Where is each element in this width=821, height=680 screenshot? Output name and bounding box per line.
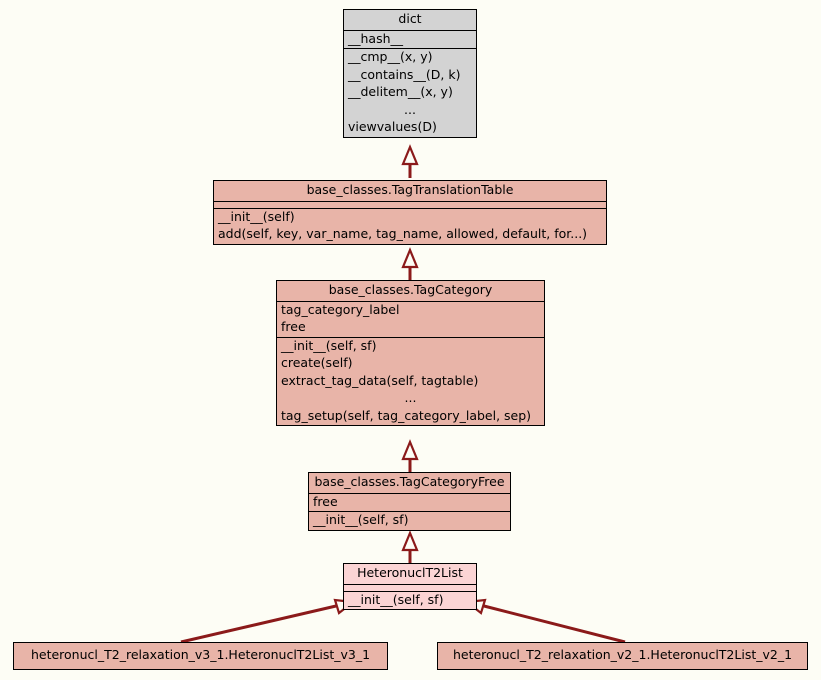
class-attributes-compartment bbox=[344, 583, 476, 591]
class-node-heteronucl-t2-list-v2-1[interactable]: heteronucl_T2_relaxation_v2_1.Heteronucl… bbox=[437, 642, 808, 670]
class-node-heteronucl-t2-list[interactable]: HeteronuclT2List __init__(self, sf) bbox=[343, 563, 477, 610]
class-method: tag_setup(self, tag_category_label, sep) bbox=[281, 407, 532, 423]
class-node-tag-category[interactable]: base_classes.TagCategory tag_category_la… bbox=[276, 280, 545, 426]
class-method: __init__(self) bbox=[218, 208, 295, 224]
class-methods-compartment: __init__(self) add(self, key, var_name, … bbox=[214, 207, 606, 244]
class-title: HeteronuclT2List bbox=[357, 565, 463, 580]
class-title: base_classes.TagTranslationTable bbox=[306, 182, 514, 197]
edge-tagtranslationtable-to-dict bbox=[401, 144, 419, 178]
class-title: heteronucl_T2_relaxation_v2_1.Heteronucl… bbox=[452, 647, 793, 662]
class-title: dict bbox=[398, 11, 422, 26]
edge-tagcategory-to-tagtranslationtable bbox=[401, 247, 419, 280]
class-title: heteronucl_T2_relaxation_v3_1.Heteronucl… bbox=[30, 647, 371, 662]
class-methods-compartment: __init__(self, sf) create(self) extract_… bbox=[277, 336, 544, 426]
class-attribute: tag_category_label bbox=[281, 301, 400, 317]
class-title-compartment: base_classes.TagTranslationTable bbox=[214, 181, 606, 201]
class-method: __init__(self, sf) bbox=[281, 337, 377, 353]
class-title-compartment: HeteronuclT2List bbox=[344, 564, 476, 584]
class-methods-compartment: __init__(self, sf) bbox=[309, 511, 510, 530]
edge-heteronuclt2list-v2-1-to-heteronuclt2list bbox=[464, 598, 626, 644]
class-node-tag-translation-table[interactable]: base_classes.TagTranslationTable __init_… bbox=[213, 180, 607, 245]
class-node-tag-category-free[interactable]: base_classes.TagCategoryFree free __init… bbox=[308, 472, 511, 531]
edge-heteronuclt2list-to-tagcategoryfree bbox=[401, 530, 419, 563]
class-title-compartment: heteronucl_T2_relaxation_v3_1.Heteronucl… bbox=[14, 643, 387, 669]
class-methods-compartment: __cmp__(x, y) __contains__(D, k) __delit… bbox=[344, 48, 476, 137]
class-method: extract_tag_data(self, tagtable) bbox=[281, 372, 479, 388]
class-title-compartment: base_classes.TagCategory bbox=[277, 281, 544, 301]
class-method-ellipsis: ... bbox=[404, 101, 416, 117]
class-title-compartment: dict bbox=[344, 10, 476, 30]
class-attributes-compartment: __hash__ bbox=[344, 29, 476, 49]
class-method: viewvalues(D) bbox=[348, 119, 437, 134]
edge-tagcategoryfree-to-tagcategory bbox=[401, 439, 419, 472]
class-title-compartment: base_classes.TagCategoryFree bbox=[309, 473, 510, 493]
class-attribute: __hash__ bbox=[348, 30, 404, 46]
class-method-ellipsis: ... bbox=[404, 390, 417, 405]
class-methods-compartment: __init__(self, sf) bbox=[344, 590, 476, 610]
class-method: __delitem__(x, y) bbox=[348, 84, 453, 99]
class-attributes-compartment: free bbox=[309, 492, 510, 512]
class-method: __init__(self, sf) bbox=[348, 591, 444, 607]
class-node-dict[interactable]: dict __hash__ __cmp__(x, y) __contains__… bbox=[343, 9, 477, 138]
class-method: __contains__(D, k) bbox=[348, 66, 461, 82]
class-method: __cmp__(x, y) bbox=[348, 49, 433, 64]
class-attributes-compartment bbox=[214, 200, 606, 208]
class-method: create(self) bbox=[281, 355, 353, 370]
class-method: __init__(self, sf) bbox=[313, 512, 409, 527]
class-method: add(self, key, var_name, tag_name, allow… bbox=[218, 226, 588, 241]
class-attributes-compartment: tag_category_label free bbox=[277, 300, 544, 337]
edge-heteronuclt2list-v3-1-to-heteronuclt2list bbox=[180, 598, 356, 644]
class-title: base_classes.TagCategoryFree bbox=[314, 474, 505, 489]
class-node-heteronucl-t2-list-v3-1[interactable]: heteronucl_T2_relaxation_v3_1.Heteronucl… bbox=[13, 642, 388, 670]
class-title: base_classes.TagCategory bbox=[328, 282, 493, 297]
class-title-compartment: heteronucl_T2_relaxation_v2_1.Heteronucl… bbox=[438, 643, 807, 669]
class-attribute: free bbox=[313, 493, 338, 509]
class-attribute: free bbox=[281, 319, 306, 334]
